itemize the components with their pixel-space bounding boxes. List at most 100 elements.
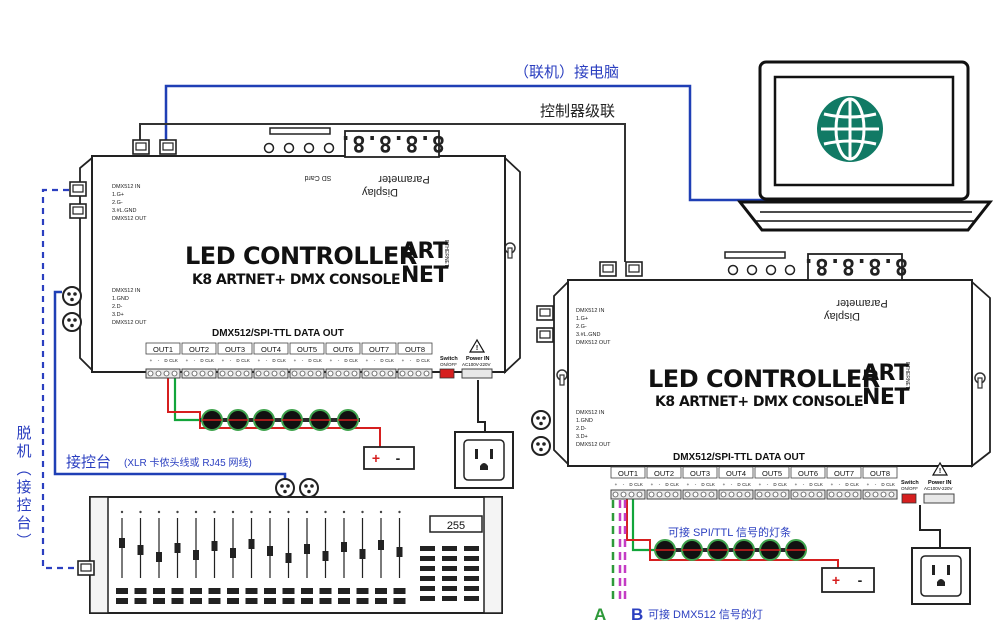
console-button[interactable] [442,576,457,581]
svg-text:DMX512 IN: DMX512 IN [576,308,604,314]
fader-knob[interactable] [322,551,329,561]
terminal-block[interactable] [862,489,898,500]
terminal-block[interactable] [289,368,325,379]
xlr-connector-icon[interactable] [531,410,551,430]
terminal-block[interactable] [325,368,361,379]
fader-knob[interactable] [211,541,218,551]
power-switch-1[interactable] [439,368,455,379]
console-button[interactable] [464,566,479,571]
xlr-connector-icon[interactable] [62,312,82,332]
pin-label: CLK [421,358,430,363]
terminal-block[interactable] [253,368,289,379]
net-ports-1[interactable] [132,139,177,155]
fader-knob[interactable] [137,545,144,555]
fader-knob[interactable] [248,539,255,549]
svg-text:DMX512 OUT: DMX512 OUT [112,216,147,222]
terminal-block[interactable] [790,489,826,500]
svg-text:3.D+: 3.D+ [112,312,124,318]
switch-label-2: Switch [901,480,919,486]
param-label-1: Parameter [378,173,430,185]
terminal-block[interactable] [682,489,718,500]
segment-display-2 [807,253,903,281]
sd-card-slot[interactable] [269,127,331,135]
control-buttons-2[interactable] [727,264,796,276]
console-button[interactable] [442,556,457,561]
svg-text:︶: ︶ [16,533,31,550]
artnet-logo-bottom-2: NET [862,385,909,410]
svg-text:+: + [372,450,380,466]
terminal-block[interactable] [361,368,397,379]
console-button[interactable] [464,596,479,601]
svg-text:台: 台 [16,515,31,532]
console-faders[interactable] [116,510,406,604]
terminal-block[interactable] [145,368,181,379]
pin-label: CLK [634,482,643,487]
fader-knob[interactable] [304,544,310,554]
fader-knob[interactable] [285,553,292,563]
svg-text:3.D+: 3.D+ [576,434,588,440]
fader-knob[interactable] [230,548,236,558]
pin-label: + [258,358,261,363]
fader-knob[interactable] [341,542,347,552]
console-button[interactable] [420,556,435,561]
console-button[interactable] [420,576,435,581]
terminal-block[interactable] [826,489,862,500]
pin-label: + [222,358,225,363]
net-ports-2[interactable] [599,261,643,277]
terminal-block[interactable] [610,489,646,500]
dmx-rj45-ports-2[interactable] [536,305,554,343]
console-button[interactable] [420,596,435,601]
artnet-logo-top-1: ART [401,239,448,264]
terminal-block[interactable] [754,489,790,500]
sd-card-slot-2[interactable] [724,251,786,259]
pin-label: - [158,358,160,363]
artnet-logo-top-2: ART [862,361,909,386]
console-button[interactable] [420,586,435,591]
fader-knob[interactable] [396,547,403,557]
xlr-connector-icon[interactable] [62,286,82,306]
terminal-block[interactable] [718,489,754,500]
console-button[interactable] [442,546,457,551]
terminal-block[interactable] [217,368,253,379]
terminal-block[interactable] [181,368,217,379]
pin-label: + [867,482,870,487]
led-strip-2 [654,539,807,561]
terminal-block[interactable] [646,489,682,500]
fader-knob[interactable] [378,540,384,550]
console-button[interactable] [464,576,479,581]
power-terminal-2[interactable] [923,493,955,504]
fader-knob[interactable] [359,549,366,559]
xlr-connector-icon[interactable] [531,436,551,456]
fader-knob[interactable] [119,538,125,548]
pin-label: D [236,358,240,363]
output-label: OUT4 [726,469,746,478]
rj45-port-icon[interactable] [77,560,95,576]
fader-knob[interactable] [267,546,273,556]
fader-knob[interactable] [156,552,162,562]
fader-knob[interactable] [193,550,199,560]
power-terminal-1[interactable] [461,368,493,379]
console-buttons[interactable] [420,546,479,601]
console-button[interactable] [464,546,479,551]
pin-label: CLK [850,482,859,487]
console-button[interactable] [442,586,457,591]
console-button[interactable] [420,546,435,551]
svg-text:1.G+: 1.G+ [576,316,588,322]
console-button[interactable] [464,586,479,591]
xlr-connector-icon[interactable] [299,478,319,498]
fader-knob[interactable] [174,543,181,553]
console-button[interactable] [442,566,457,571]
console-button[interactable] [464,556,479,561]
console-button[interactable] [442,596,457,601]
pin-label: D [308,358,312,363]
console-button[interactable] [420,566,435,571]
segment-display-1 [344,130,440,158]
terminal-block[interactable] [397,368,433,379]
power-switch-2[interactable] [901,493,917,504]
svg-text:DMX512 OUT: DMX512 OUT [576,442,611,448]
control-buttons-1[interactable] [263,142,335,154]
pin-label: + [402,358,405,363]
xlr-connector-icon[interactable] [275,478,295,498]
